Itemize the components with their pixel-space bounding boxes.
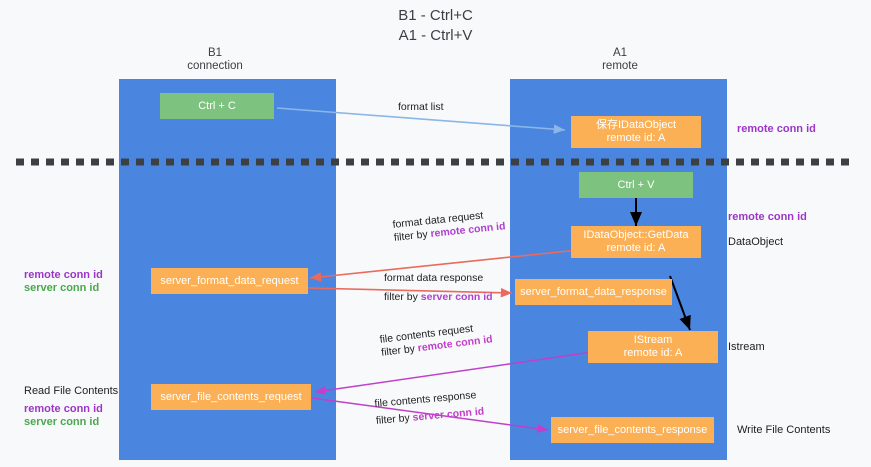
edge-label-format-list-text: format list	[398, 101, 444, 113]
annotation-read-file-contents: Read File Contents	[24, 385, 119, 397]
annotation-left-remote-conn-id-mid: remote conn id	[24, 269, 103, 281]
annotation-remote-conn-id-top: remote conn id	[737, 123, 816, 135]
title-line-2: A1 - Ctrl+V	[398, 27, 473, 44]
edge-label-format-data-response-text: format data response	[384, 272, 484, 284]
node-ctrl-v[interactable]: Ctrl + V	[579, 172, 693, 198]
node-server-format-data-request-label: server_format_data_request	[160, 274, 299, 287]
edge-label-format-list: format list	[398, 101, 444, 114]
node-idataobject-getdata[interactable]: IDataObject::GetData remote id: A	[571, 226, 701, 258]
annotation-istream: Istream	[728, 341, 765, 353]
filter-prefix: filter by	[384, 291, 421, 303]
title-line-1: B1 - Ctrl+C	[398, 7, 473, 24]
filter-prefix: filter by	[375, 411, 414, 427]
edge-label-format-data-response: format data response filter by server co…	[384, 272, 493, 304]
edge-label-file-contents-request: file contents request filter by remote c…	[379, 320, 493, 359]
node-istream-line2: remote id: A	[623, 347, 683, 359]
node-server-file-contents-request-label: server_file_contents_request	[160, 390, 302, 403]
node-istream-line1: IStream	[633, 334, 673, 346]
node-save-idataobject[interactable]: 保存IDataObject remote id: A	[571, 116, 701, 148]
node-server-format-data-response-label: server_format_data_response	[520, 285, 667, 298]
column-header-b1: B1 connection	[135, 47, 295, 73]
node-idataobject-getdata-line1: IDataObject::GetData	[583, 229, 689, 241]
edge-label-format-data-response-filter: filter by server conn id	[384, 291, 493, 304]
filter-key-server-conn-id: server conn id	[420, 291, 493, 303]
annotation-left-remote-conn-id-bottom: remote conn id	[24, 403, 103, 415]
annotation-dataobject: DataObject	[728, 236, 784, 248]
node-server-file-contents-request[interactable]: server_file_contents_request	[151, 384, 311, 410]
annotation-left-server-conn-id-bottom: server conn id	[24, 416, 100, 428]
node-server-file-contents-response-label: server_file_contents_response	[557, 423, 708, 436]
column-header-b1-role: connection	[187, 60, 243, 72]
filter-prefix: filter by	[393, 228, 432, 244]
edge-label-file-contents-response: file contents response filter by server …	[374, 389, 485, 428]
column-header-a1: A1 remote	[540, 47, 700, 73]
node-save-idataobject-line1: 保存IDataObject	[595, 119, 677, 131]
node-ctrl-c[interactable]: Ctrl + C	[160, 93, 274, 119]
node-server-format-data-request[interactable]: server_format_data_request	[151, 268, 308, 294]
column-header-a1-name: A1	[612, 47, 628, 59]
filter-key-server-conn-id: server conn id	[412, 405, 485, 424]
node-ctrl-c-label: Ctrl + C	[198, 99, 236, 112]
node-istream[interactable]: IStream remote id: A	[588, 331, 718, 363]
node-server-format-data-response[interactable]: server_format_data_response	[515, 279, 672, 305]
annotation-remote-conn-id-mid: remote conn id	[728, 211, 807, 223]
node-save-idataobject-line2: remote id: A	[606, 132, 666, 144]
node-idataobject-getdata-line2: remote id: A	[606, 242, 666, 254]
page-title: B1 - Ctrl+C A1 - Ctrl+V	[0, 6, 871, 46]
annotation-left-server-conn-id-mid: server conn id	[24, 282, 100, 294]
column-header-a1-role: remote	[602, 60, 638, 72]
node-ctrl-v-label: Ctrl + V	[617, 178, 655, 191]
column-header-b1-name: B1	[207, 47, 223, 59]
node-server-file-contents-response[interactable]: server_file_contents_response	[551, 417, 714, 443]
annotation-write-file-contents: Write File Contents	[737, 424, 831, 436]
edge-label-format-data-request: format data request filter by remote con…	[392, 207, 506, 245]
